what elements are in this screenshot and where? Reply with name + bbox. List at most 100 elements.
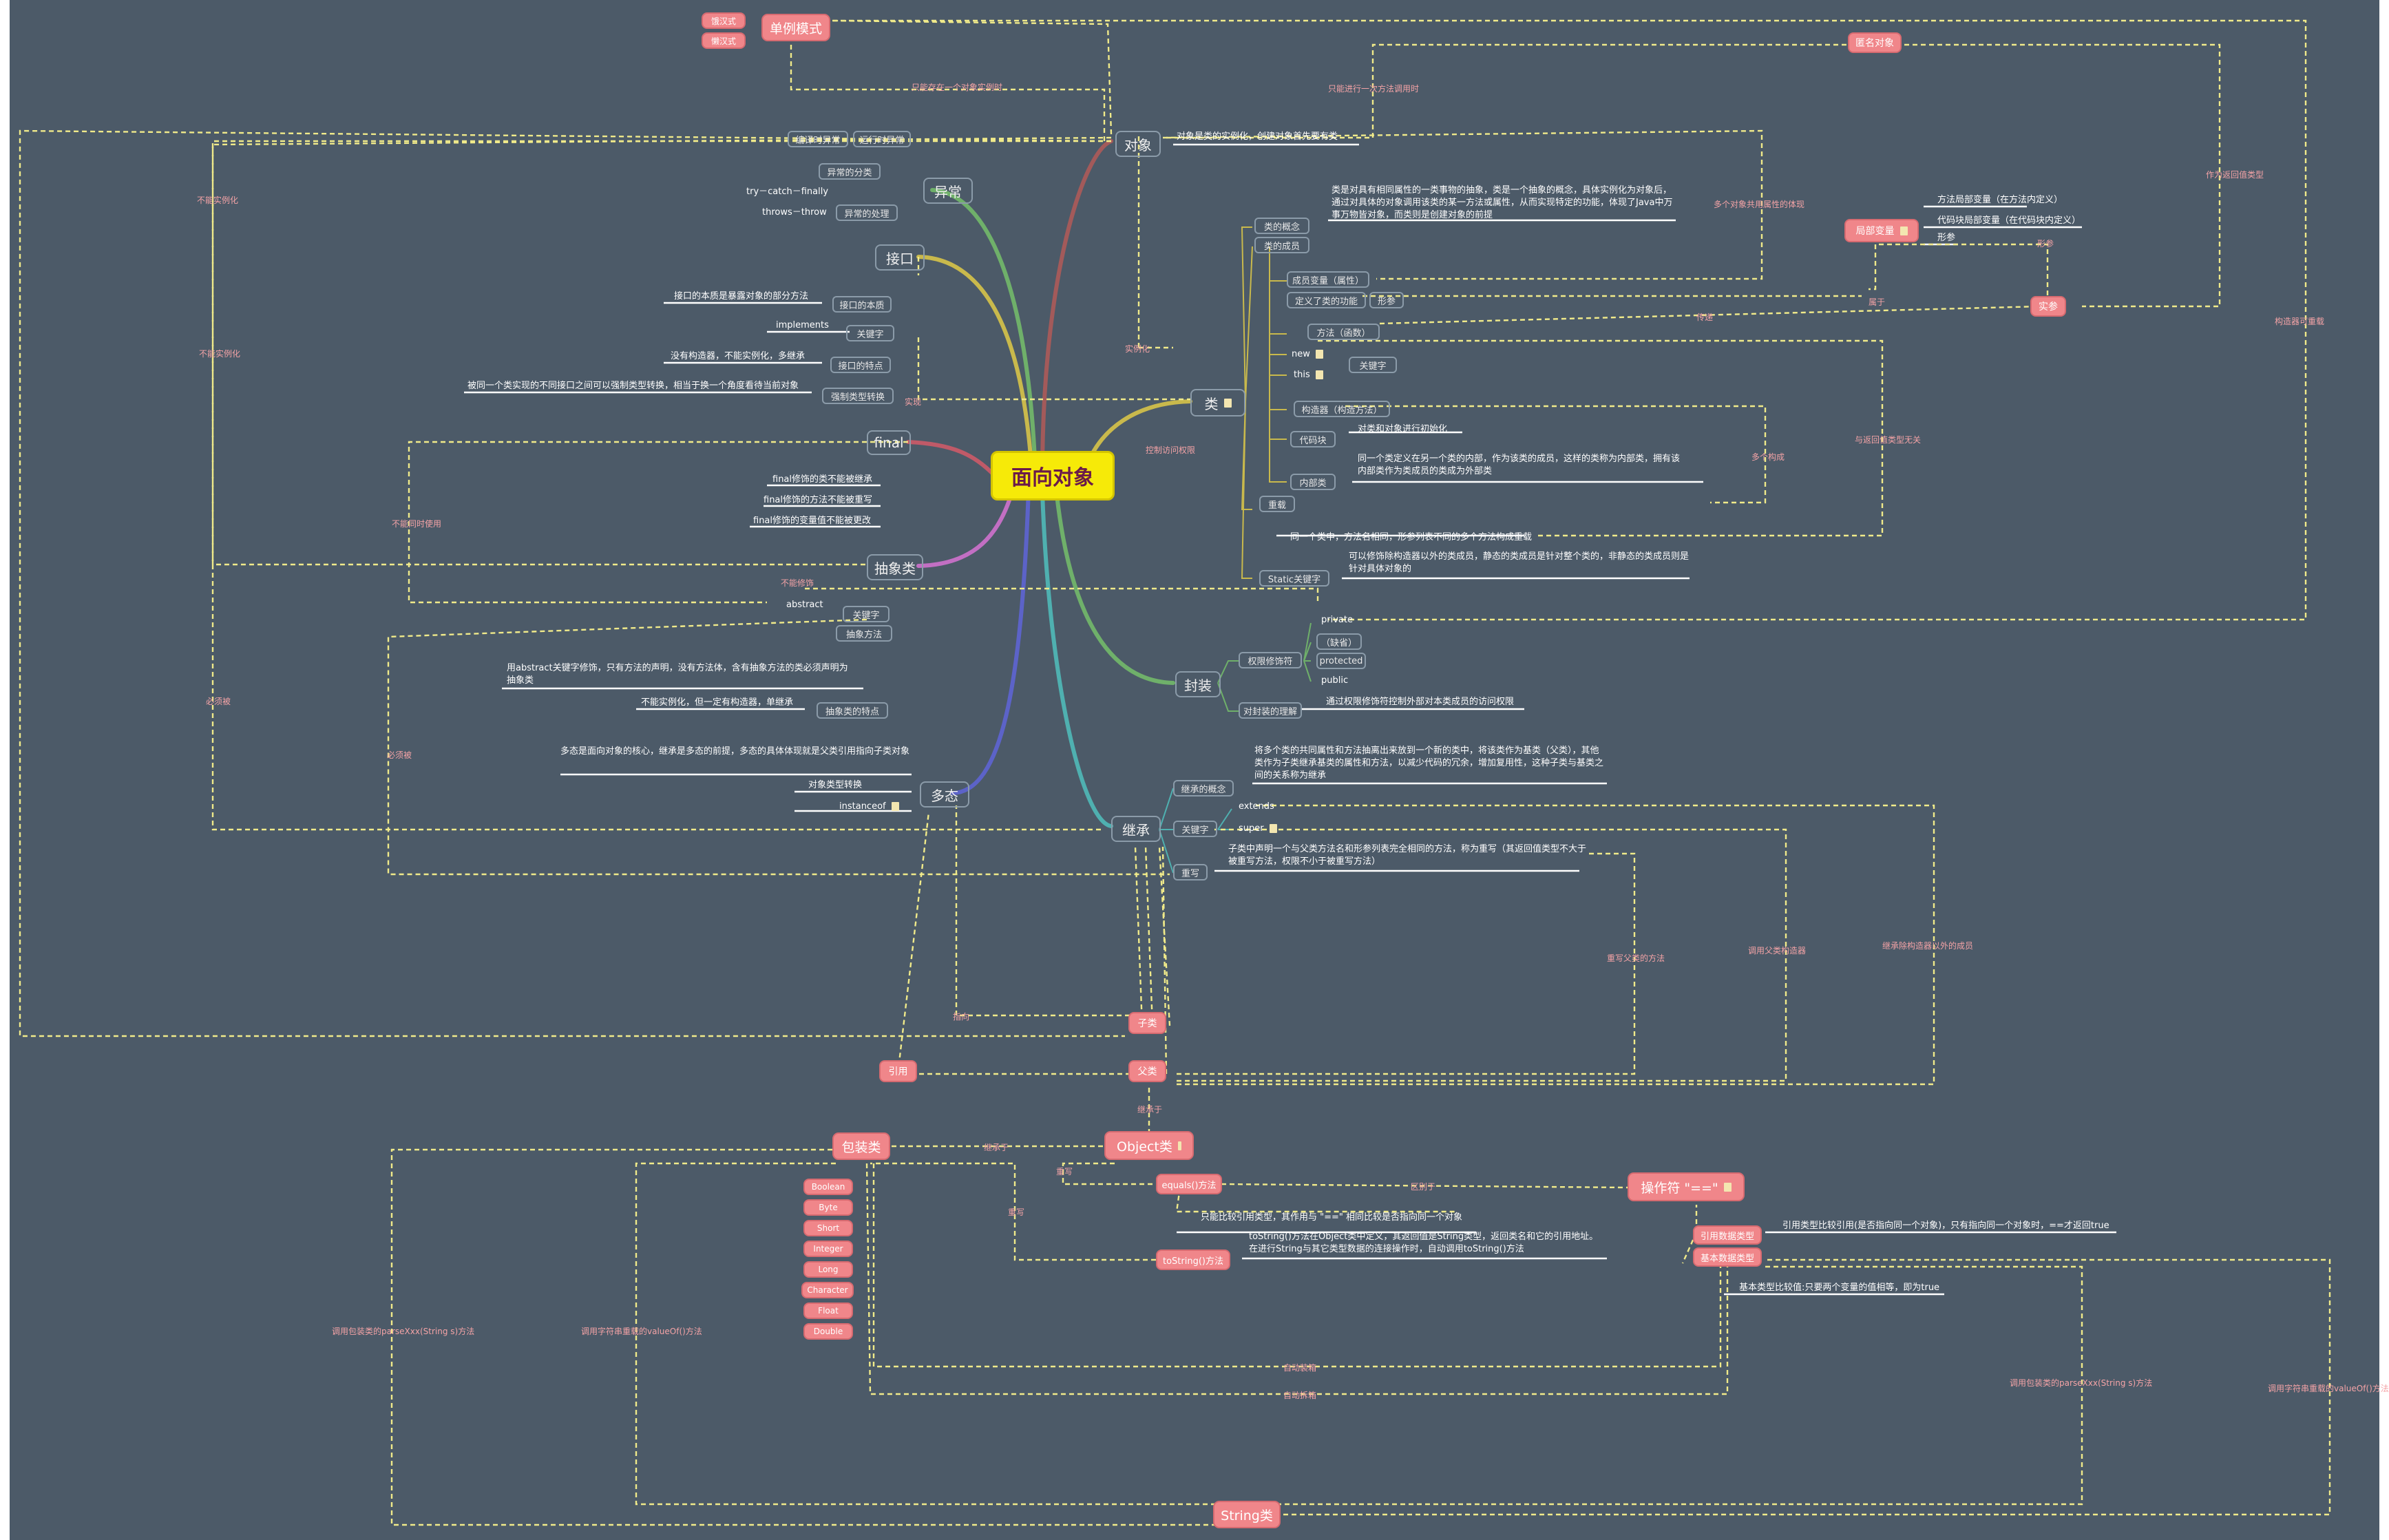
inherit-super[interactable]: super: [1239, 821, 1277, 836]
singleton-node[interactable]: 单例模式: [761, 14, 830, 41]
inherit-override[interactable]: 重写: [1173, 864, 1208, 880]
wrapper-item[interactable]: Float: [803, 1302, 853, 1319]
abstract-keyword-label: 关键字: [852, 610, 880, 621]
central-topic[interactable]: 面向对象: [991, 451, 1115, 500]
class-static[interactable]: Static关键字: [1259, 570, 1329, 587]
wrapper-item[interactable]: Boolean: [803, 1179, 853, 1195]
anon-node[interactable]: 匿名对象: [1848, 32, 1902, 53]
topic-final[interactable]: final: [867, 430, 911, 455]
hungry-label: 饿汉式: [711, 16, 736, 26]
class-ctor[interactable]: 构造器（构造方法）: [1294, 401, 1390, 417]
final-item-1: final修饰的类不能被继承: [772, 474, 873, 485]
inherit-concept[interactable]: 继承的概念: [1173, 780, 1234, 797]
note-icon: [1899, 226, 1908, 235]
rel-unrelated: 与返回值类型无关: [1855, 435, 1922, 445]
class-keyword[interactable]: 关键字: [1349, 357, 1397, 373]
class-method[interactable]: 方法（函数）: [1307, 324, 1380, 340]
local-item-1: 方法局部变量（在方法内定义）: [1937, 195, 2063, 205]
actual-node[interactable]: 实参: [2030, 296, 2066, 317]
topic-encapsulation[interactable]: 封装: [1175, 671, 1221, 697]
class-member[interactable]: 类的成员: [1254, 237, 1309, 253]
tostring-node[interactable]: toString()方法: [1156, 1249, 1230, 1270]
wrapper-item[interactable]: Short: [803, 1220, 853, 1236]
wrapper-item[interactable]: Character: [801, 1282, 854, 1298]
reference-label: 引用: [888, 1066, 908, 1077]
exception-trycatch: try－catch－finally: [746, 187, 829, 197]
interface-feature[interactable]: 接口的特点: [830, 357, 891, 373]
operator-node[interactable]: 操作符 "==": [1628, 1172, 1745, 1201]
abstract-keyword[interactable]: 关键字: [843, 606, 890, 622]
equals-node[interactable]: equals()方法: [1156, 1174, 1222, 1194]
class-formal[interactable]: 形参: [1369, 292, 1404, 308]
exception-class[interactable]: 异常的分类: [819, 163, 881, 180]
encap-protected[interactable]: protected: [1316, 653, 1366, 669]
exception-handle[interactable]: 异常的处理: [836, 204, 898, 221]
class-define[interactable]: 定义了类的功能: [1287, 292, 1366, 308]
hungry-node[interactable]: 饿汉式: [702, 12, 746, 29]
abstract-feature[interactable]: 抽象类的特点: [817, 702, 888, 719]
poly-desc: 多态是面向对象的核心，继承是多态的前提，多态的具体体现就是父类引用指向子类对象: [560, 746, 910, 757]
ref-type-node[interactable]: 引用数据类型: [1693, 1225, 1762, 1245]
string-node[interactable]: String类: [1213, 1501, 1281, 1528]
class-concept[interactable]: 类的概念: [1254, 218, 1309, 234]
superclass-label: 父类: [1137, 1066, 1157, 1077]
interface-keyword-label: 关键字: [856, 329, 884, 340]
wrapper-item[interactable]: Integer: [803, 1241, 853, 1257]
interface-keyword[interactable]: 关键字: [846, 325, 894, 341]
lazy-node[interactable]: 懒汉式: [702, 32, 746, 49]
exception-handle-label: 异常的处理: [844, 209, 890, 220]
equals-label: equals()方法: [1161, 1180, 1217, 1191]
basic-type-text: 基本类型比较值:只要两个变量的值相等，即为true: [1739, 1283, 1940, 1293]
wrapper-item[interactable]: Long: [803, 1261, 853, 1278]
exception-compile[interactable]: 编译时异常: [788, 131, 848, 147]
class-new[interactable]: new: [1292, 346, 1323, 361]
encap-default[interactable]: （缺省）: [1316, 633, 1362, 650]
inherit-keyword[interactable]: 关键字: [1173, 821, 1217, 837]
reference-node[interactable]: 引用: [879, 1060, 917, 1082]
wrapper-item-label: Double: [813, 1327, 843, 1336]
wrapper-node[interactable]: 包装类: [832, 1132, 890, 1160]
class-branch-lines: [1241, 226, 1287, 579]
class-inner-text: 同一个类定义在另一个类的内部，作为该类的成员，这样的类称为内部类，拥有该内部类作…: [1358, 454, 1681, 476]
encap-label: 封装: [1184, 677, 1212, 694]
rel-must-be-1: 必须被: [206, 697, 231, 706]
topic-class[interactable]: 类: [1190, 389, 1245, 416]
abstract-method[interactable]: 抽象方法: [836, 625, 892, 642]
class-overload[interactable]: 重载: [1259, 496, 1295, 512]
tostring-label: toString()方法: [1163, 1256, 1223, 1267]
topic-exception[interactable]: 异常: [923, 178, 973, 204]
interface-cast[interactable]: 强制类型转换: [822, 388, 894, 404]
poly-instanceof[interactable]: instanceof: [839, 799, 899, 814]
class-block[interactable]: 代码块: [1290, 431, 1336, 447]
topic-polymorphism[interactable]: 多态: [920, 781, 969, 808]
encap-modifier[interactable]: 权限修饰符: [1239, 652, 1302, 668]
class-inner[interactable]: 内部类: [1290, 474, 1336, 490]
topic-object[interactable]: 对象: [1115, 131, 1161, 157]
class-new-label: new: [1292, 348, 1310, 359]
final-item-3: final修饰的变量值不能被更改: [753, 516, 872, 526]
topic-abstract[interactable]: 抽象类: [867, 554, 923, 580]
class-this[interactable]: this: [1294, 367, 1323, 382]
rel-only-once: 只能进行一次方法调用时: [1328, 84, 1420, 94]
wrapper-item[interactable]: Byte: [803, 1199, 853, 1216]
inherit-super-label: super: [1239, 823, 1264, 834]
topic-interface[interactable]: 接口: [875, 244, 925, 271]
local-node[interactable]: 局部变量: [1844, 219, 1919, 242]
rel-must-be-2: 必须被: [387, 750, 412, 760]
class-field[interactable]: 成员变量（属性）: [1287, 271, 1369, 288]
object-class-node[interactable]: Object类: [1104, 1131, 1194, 1160]
superclass-node[interactable]: 父类: [1128, 1060, 1166, 1082]
local-item-2: 代码块局部变量（在代码块内定义）: [1937, 215, 2081, 226]
wrapper-item[interactable]: Double: [803, 1323, 853, 1340]
rel-formal-param: 形参: [2037, 239, 2054, 249]
exception-runtime[interactable]: 运行时异常: [853, 131, 911, 147]
topic-inheritance[interactable]: 继承: [1111, 816, 1161, 842]
local-label: 局部变量: [1855, 226, 1895, 237]
basic-type-node[interactable]: 基本数据类型: [1693, 1247, 1762, 1267]
rel-call-parse-1: 调用包装类的parseXxx(String s)方法: [332, 1327, 475, 1336]
encap-understand[interactable]: 对封装的理解: [1239, 702, 1302, 719]
abstract-word: abstract: [786, 600, 823, 610]
interface-essence[interactable]: 接口的本质: [832, 296, 892, 313]
subclass-node[interactable]: 子类: [1128, 1012, 1166, 1034]
exception-runtime-label: 运行时异常: [859, 135, 905, 146]
